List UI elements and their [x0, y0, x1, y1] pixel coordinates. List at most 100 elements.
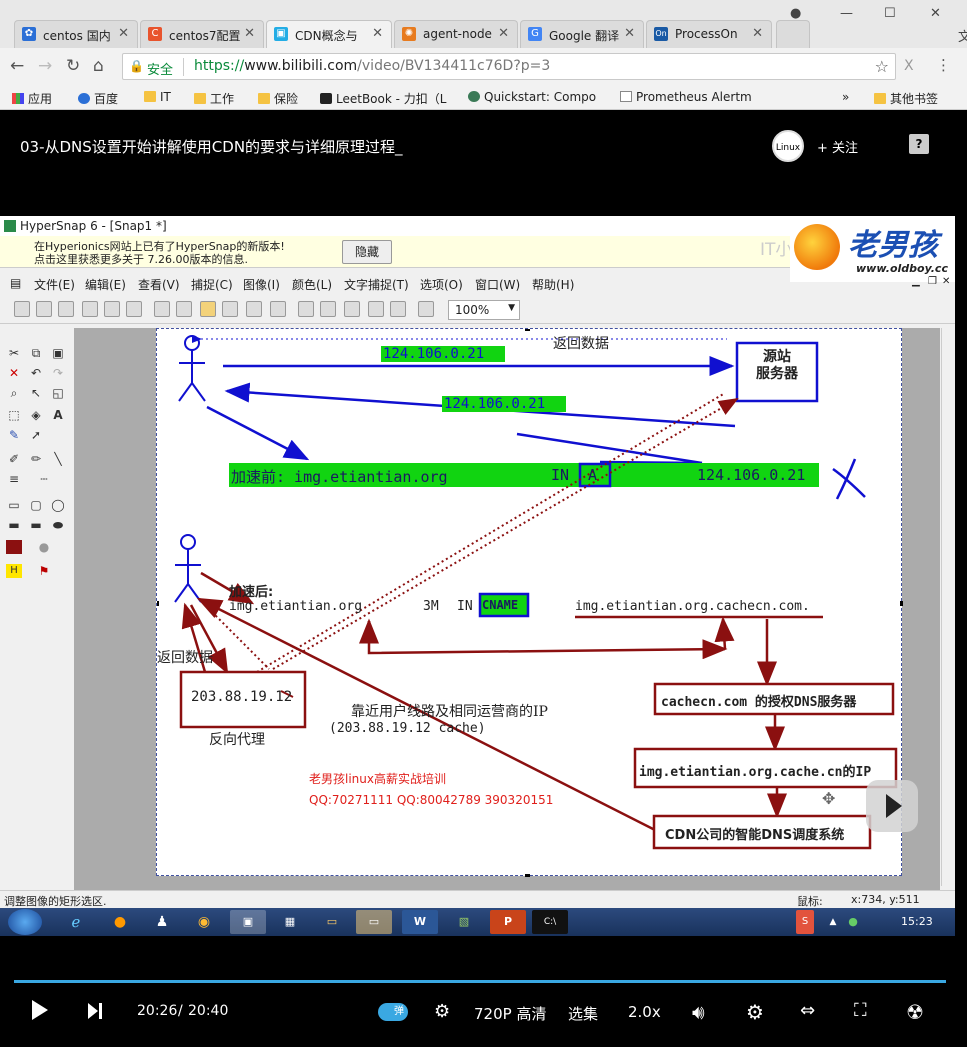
filled-round-rect-icon[interactable]: ▬ — [30, 518, 42, 532]
hide-button[interactable]: 隐藏 — [342, 240, 392, 264]
bookmark-other[interactable]: 其他书签 — [874, 90, 938, 107]
back-icon[interactable]: ← — [10, 56, 25, 76]
menu-edit[interactable]: 编辑(E) — [85, 278, 126, 292]
terminal-icon[interactable]: C:\ — [532, 910, 568, 934]
forward-icon[interactable]: → — [38, 56, 53, 76]
frame-icon[interactable]: ◱ — [52, 386, 64, 400]
volume-icon[interactable]: 🔊︎ — [692, 1000, 705, 1024]
stamp-icon[interactable] — [390, 301, 406, 317]
tools-icon[interactable] — [176, 301, 192, 317]
close-window-button[interactable]: ✕ — [930, 6, 941, 21]
quality-button[interactable]: 720P 高清 — [474, 1005, 547, 1023]
menu-icon[interactable]: ⋮ — [936, 56, 951, 74]
word-icon[interactable]: W — [402, 910, 438, 934]
maximize-button[interactable]: ☐ — [884, 6, 896, 21]
vertical-scrollbar[interactable] — [941, 328, 955, 886]
tab-google-translate[interactable]: G Google 翻译 ✕ — [520, 20, 644, 48]
menu-help[interactable]: 帮助(H) — [532, 278, 575, 292]
close-icon[interactable]: ✕ — [372, 26, 383, 41]
speed-button[interactable]: 2.0x — [628, 1003, 661, 1021]
bookmark-overflow[interactable]: » — [842, 90, 850, 104]
video-player[interactable]: 03-从DNS设置开始讲解使用CDN的要求与详细原理过程_ Linux + 关注… — [0, 110, 967, 1047]
selection-handle[interactable] — [525, 329, 530, 331]
selection-handle[interactable] — [525, 874, 530, 877]
widescreen-icon[interactable]: ⇔ — [800, 1000, 816, 1021]
bookmark-work[interactable]: 工作 — [194, 90, 234, 107]
close-icon[interactable]: ✕ — [498, 26, 509, 41]
filled-rect-icon[interactable]: ▬ — [8, 518, 20, 532]
danmu-toggle[interactable]: 弹 — [378, 1003, 408, 1021]
delete-icon[interactable]: ✕ — [8, 366, 20, 380]
bookmark-baidu[interactable]: 百度 — [78, 90, 118, 107]
rotate-back-icon[interactable] — [320, 301, 336, 317]
capture-active-icon[interactable] — [200, 301, 216, 317]
notepad-icon[interactable]: ▧ — [458, 915, 470, 928]
image-icon[interactable] — [246, 301, 262, 317]
next-icon[interactable] — [86, 1002, 104, 1020]
arrow-tool-icon[interactable]: ➚ — [30, 428, 42, 442]
bookmark-quickstart[interactable]: Quickstart: Compo — [468, 90, 596, 104]
rotate-icon[interactable] — [298, 301, 314, 317]
text-icon[interactable]: A — [53, 408, 63, 422]
chrome-icon[interactable]: ◉ — [197, 914, 211, 930]
mdi-restore-icon[interactable]: ❐ — [928, 276, 937, 287]
start-button[interactable] — [8, 909, 42, 935]
print-preview-icon[interactable] — [104, 301, 120, 317]
powerpoint-icon[interactable]: P — [490, 910, 526, 934]
reload-icon[interactable]: ↻ — [66, 56, 81, 76]
marker-icon[interactable]: ✎ — [8, 428, 20, 442]
extension-icon[interactable]: Ⅹ — [904, 58, 914, 74]
round-rect-icon[interactable]: ▢ — [30, 498, 42, 512]
close-icon[interactable]: ✕ — [118, 26, 129, 41]
selection-handle[interactable] — [900, 601, 903, 606]
eraser-icon[interactable]: ✐ — [8, 452, 20, 466]
menu-capture[interactable]: 捕捉(C) — [191, 278, 233, 292]
tab-centos[interactable]: ✿ centos 国内 ✕ — [14, 20, 138, 48]
line-icon[interactable]: ╲ — [54, 452, 62, 466]
zoom-select[interactable]: 100%▼ — [448, 300, 520, 320]
bookmark-prometheus[interactable]: Prometheus Alertm — [620, 90, 752, 104]
web-fullscreen-icon[interactable]: ⛶ — [854, 1000, 867, 1021]
close-icon[interactable]: ✕ — [244, 26, 255, 41]
select-rect-icon[interactable]: ⬚ — [8, 408, 20, 422]
bookmark-it[interactable]: IT — [144, 90, 171, 104]
explorer-icon[interactable]: ▭ — [326, 915, 338, 928]
tab-cdn[interactable]: ▣ CDN概念与 ✕ — [266, 20, 392, 48]
bookmark-apps[interactable]: 应用 — [12, 90, 52, 107]
close-icon[interactable]: ✕ — [624, 26, 635, 41]
fill-color-icon[interactable]: ● — [38, 540, 50, 554]
undo-icon[interactable]: ↶ — [30, 366, 42, 380]
bookmark-insurance[interactable]: 保险 — [258, 90, 298, 107]
firefox-icon[interactable]: ● — [113, 914, 127, 930]
play-icon[interactable] — [28, 998, 52, 1022]
follow-button[interactable]: + 关注 — [817, 141, 859, 156]
copy-icon[interactable]: ⧉ — [31, 346, 41, 360]
danmu-settings-icon[interactable]: ⚙ — [434, 1001, 451, 1022]
bookmark-leetbook[interactable]: LeetBook - 力扣（L — [320, 90, 446, 107]
episodes-button[interactable]: 选集 — [568, 1005, 599, 1023]
tab-processon[interactable]: On ProcessOn ✕ — [646, 20, 772, 48]
zoom-icon[interactable]: ⌕ — [10, 386, 18, 400]
paste-icon[interactable]: ▣ — [52, 346, 64, 360]
menu-file[interactable]: 文件(E) — [34, 278, 75, 292]
tab-centos7[interactable]: C centos7配置 ✕ — [140, 20, 264, 48]
save-as-icon[interactable] — [58, 301, 74, 317]
flip-icon[interactable] — [344, 301, 360, 317]
tab-agent-node[interactable]: ✺ agent-node ✕ — [394, 20, 518, 48]
print-icon[interactable] — [126, 301, 142, 317]
uploader-avatar[interactable]: Linux — [772, 130, 804, 162]
minimize-button[interactable]: — — [840, 6, 853, 21]
update-banner[interactable]: 在Hyperionics网站上已有了HyperSnap的新版本! 点击这里获悉更… — [0, 236, 955, 268]
new-tab-button[interactable] — [776, 20, 810, 48]
line-style-icon[interactable]: ┄ — [40, 472, 48, 486]
pencil-icon[interactable]: ✏ — [30, 452, 42, 466]
rect-icon[interactable]: ▭ — [8, 498, 20, 512]
menu-window[interactable]: 窗口(W) — [475, 278, 521, 292]
new-icon[interactable] — [14, 301, 30, 317]
line-color-icon[interactable] — [6, 540, 22, 554]
menu-color[interactable]: 颜色(L) — [292, 278, 333, 292]
folder-task-icon[interactable]: ▭ — [356, 910, 392, 934]
pointer-icon[interactable]: ↖ — [30, 386, 42, 400]
tray-up-icon[interactable]: ▲ — [829, 917, 837, 927]
close-icon[interactable]: ✕ — [752, 26, 763, 41]
